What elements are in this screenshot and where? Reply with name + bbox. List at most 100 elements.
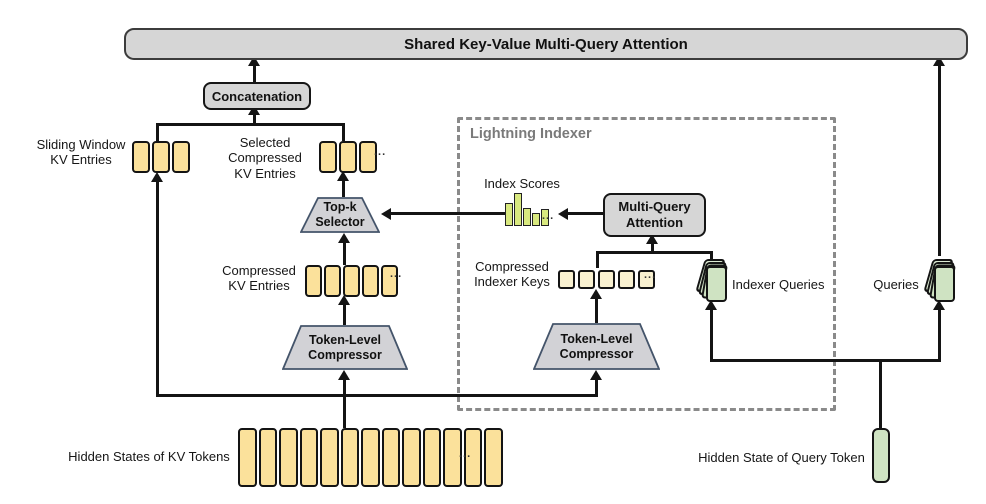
connector-line — [156, 180, 159, 396]
top-k-selector-label: Top-k Selector — [315, 200, 365, 229]
index-scores-label: Index Scores — [484, 176, 560, 191]
multi-query-attention-box: Multi-Query Attention — [603, 193, 706, 237]
token — [381, 428, 400, 487]
token — [258, 428, 277, 487]
token — [362, 265, 379, 297]
arrowhead-icon — [558, 208, 568, 220]
ellipsis: ... — [644, 269, 657, 281]
sliding-window-label: Sliding Window KV Entries — [36, 137, 126, 168]
top-k-selector: Top-k Selector — [300, 197, 380, 233]
ellipsis: ... — [374, 146, 387, 158]
arrowhead-icon — [338, 295, 350, 305]
token — [638, 270, 655, 289]
indexer-queries-label: Indexer Queries — [732, 277, 825, 292]
lightning-indexer-title: Lightning Indexer — [470, 126, 592, 142]
connector-line — [343, 303, 346, 325]
connector-line — [595, 378, 598, 396]
token — [340, 428, 359, 487]
compressed-indexer-keys-label: Compressed Indexer Keys — [474, 259, 550, 290]
ellipsis: ... — [390, 268, 403, 280]
index-score-bar — [532, 213, 540, 226]
queries-stack — [923, 259, 956, 302]
trapezoid-shape — [533, 323, 660, 370]
token — [343, 265, 360, 297]
token — [598, 270, 615, 289]
lightning-indexer-region — [457, 117, 836, 411]
concatenation-box: Concatenation — [203, 82, 311, 110]
compressed-kv-label: Compressed KV Entries — [222, 263, 296, 294]
token — [319, 141, 337, 173]
connector-line — [342, 123, 345, 141]
arrowhead-icon — [381, 208, 391, 220]
connector-line — [710, 359, 941, 362]
token — [578, 270, 595, 289]
connector-line — [651, 242, 654, 253]
connector-line — [567, 212, 603, 215]
connector-line — [253, 113, 256, 125]
connector-line — [390, 212, 505, 215]
arrowhead-icon — [590, 370, 602, 380]
token — [152, 141, 170, 173]
stack-card — [934, 266, 955, 302]
connector-line — [342, 179, 345, 197]
connector-line — [710, 308, 713, 361]
trapezoid-shape — [282, 325, 408, 370]
connector-line — [595, 297, 598, 323]
connector-line — [156, 394, 598, 397]
connector-line — [156, 123, 159, 141]
token — [463, 428, 482, 487]
arrowhead-icon — [705, 300, 717, 310]
trapezoid-shape — [300, 197, 380, 233]
connector-line — [596, 251, 713, 254]
arrowhead-icon — [338, 233, 350, 243]
token — [299, 428, 318, 487]
token — [618, 270, 635, 289]
hidden-kv-label: Hidden States of KV Tokens — [68, 449, 230, 464]
token-level-compressor-label: Token-Level Compressor — [559, 331, 634, 361]
connector-line — [343, 396, 346, 428]
arrowhead-icon — [151, 172, 163, 182]
compressed-indexer-keys-tokens — [558, 270, 655, 289]
arrowhead-icon — [933, 56, 945, 66]
index-score-bar — [541, 209, 549, 226]
index-score-bar — [505, 203, 513, 226]
token — [172, 141, 190, 173]
sliding-window-tokens — [132, 141, 190, 173]
hidden-kv-tokens — [238, 428, 503, 487]
token — [443, 428, 462, 487]
arrowhead-icon — [248, 105, 260, 115]
connector-line — [879, 361, 882, 428]
ellipsis: ... — [459, 448, 472, 460]
arrowhead-icon — [337, 171, 349, 181]
connector-line — [156, 123, 345, 126]
index-scores-bars — [505, 193, 549, 226]
queries-label: Queries — [873, 277, 919, 292]
connector-line — [938, 308, 941, 361]
connector-line — [343, 378, 346, 396]
connector-line — [596, 251, 599, 268]
token — [381, 265, 398, 297]
token — [422, 428, 441, 487]
selected-compressed-tokens — [319, 141, 377, 173]
connector-line — [938, 64, 941, 256]
index-score-bar — [514, 193, 522, 226]
arrowhead-icon — [338, 370, 350, 380]
connector-line — [343, 241, 346, 265]
hidden-query-label: Hidden State of Query Token — [698, 450, 865, 465]
shared-kv-mqa-bar: Shared Key-Value Multi-Query Attention — [124, 28, 968, 60]
token — [238, 428, 257, 487]
token — [484, 428, 503, 487]
index-score-bar — [523, 208, 531, 226]
ellipsis: ... — [542, 210, 555, 222]
connector-line — [253, 63, 256, 82]
token — [132, 141, 150, 173]
token — [359, 141, 377, 173]
arrowhead-icon — [646, 234, 658, 244]
stack-card — [706, 266, 727, 302]
token — [402, 428, 421, 487]
token — [320, 428, 339, 487]
token — [324, 265, 341, 297]
selected-compressed-label: Selected Compressed KV Entries — [228, 135, 302, 181]
token — [305, 265, 322, 297]
